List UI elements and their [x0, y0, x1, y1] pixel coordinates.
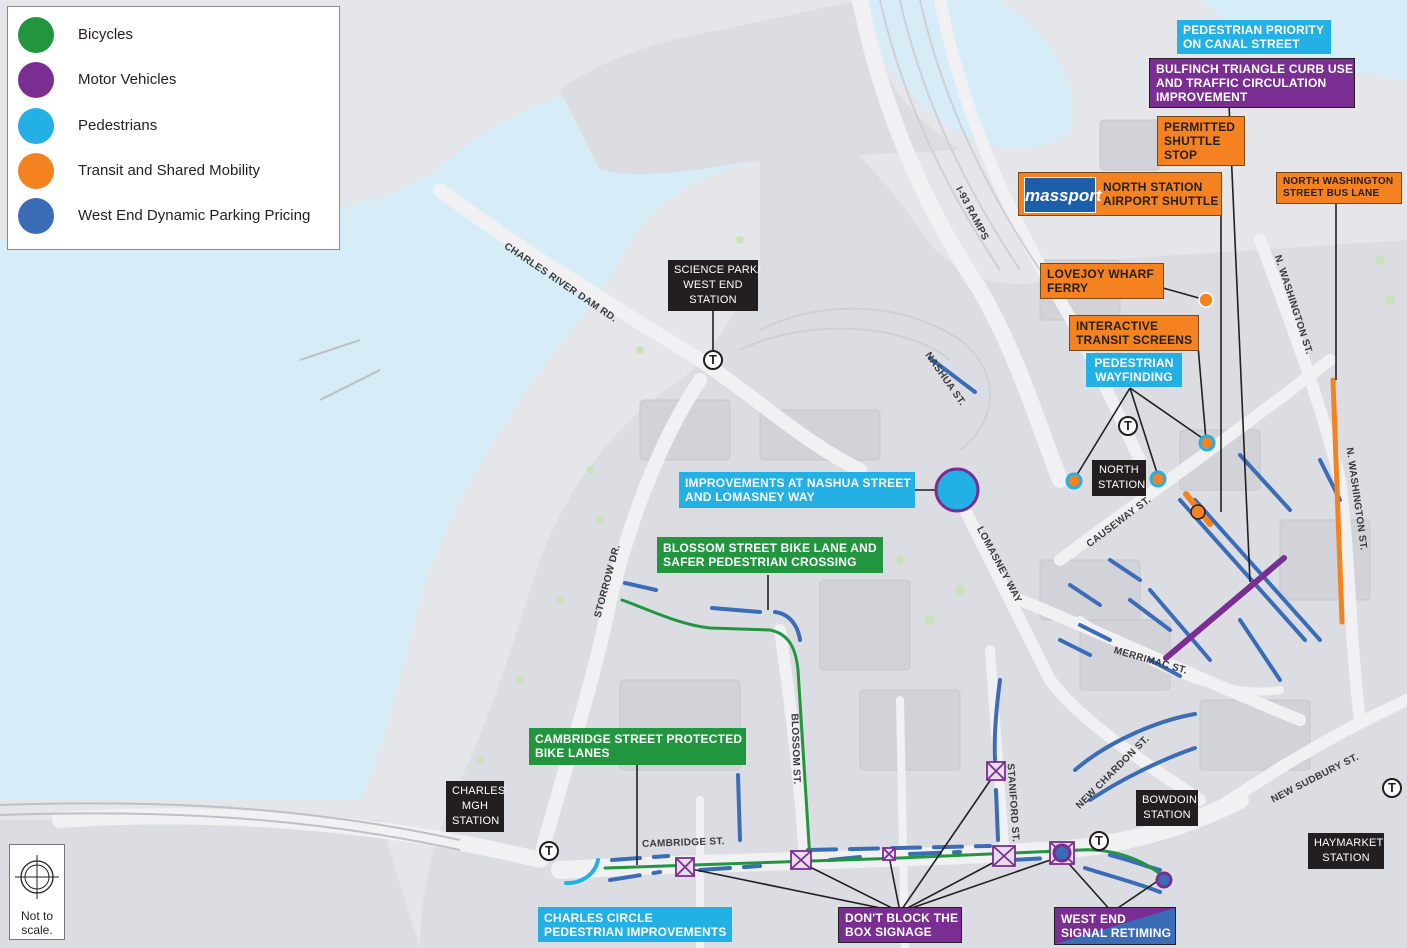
bulfinch-purple-line: [1163, 555, 1287, 661]
t-station-icon: T: [703, 350, 723, 370]
t-station-icon: T: [1089, 831, 1109, 851]
screens-dot-3: [1149, 470, 1167, 488]
bike-cambridge: [603, 848, 1162, 876]
parking-signal: [1083, 853, 1162, 894]
parking-merrimac: [1058, 623, 1182, 678]
parking-cambridge: [608, 850, 1052, 882]
parking-nashua: [928, 356, 977, 394]
parking-chardon: [1073, 712, 1197, 802]
legend-item-motor-vehicles: Motor Vehicles: [16, 62, 336, 98]
parking-blossom-north: [623, 581, 802, 642]
legend-swatch-parking: [18, 198, 54, 234]
legend-label-motor-vehicles: Motor Vehicles: [78, 71, 177, 88]
bike-blossom: [620, 598, 812, 862]
nashua-lomasney-circle: [934, 467, 980, 513]
parking-blossom-vertical: [736, 773, 742, 842]
legend: Bicycles Motor Vehicles Pedestrians Tran…: [7, 6, 340, 250]
screens-dot-1: [1198, 434, 1216, 452]
screens-dot-2: [1065, 472, 1083, 490]
signal-circle-2: [1155, 871, 1173, 889]
t-station-icon: T: [539, 841, 559, 861]
not-to-scale-label: Not to scale.: [20, 909, 53, 937]
t-station-icon: T: [1118, 416, 1138, 436]
legend-item-pedestrians: Pedestrians: [16, 108, 336, 144]
compass-icon: [15, 855, 59, 899]
t-station-icon: T: [1382, 778, 1402, 798]
charles-river: [0, 84, 760, 800]
legend-swatch-motor-vehicles: [18, 62, 54, 98]
legend-label-transit: Transit and Shared Mobility: [78, 162, 261, 179]
parking-staniford: [992, 678, 1002, 842]
ped-charles-circle: [564, 858, 600, 886]
legend-item-parking: West End Dynamic Parking Pricing: [16, 198, 336, 234]
river-inlet: [860, 0, 1073, 149]
legend-swatch-transit: [18, 153, 54, 189]
legend-label-pedestrians: Pedestrians: [78, 117, 158, 134]
legend-swatch-pedestrians: [18, 108, 54, 144]
legend-swatch-bicycles: [18, 17, 54, 53]
not-to-scale-box: Not to scale.: [9, 844, 65, 940]
lovejoy-dot: [1198, 292, 1214, 308]
legend-label-bicycles: Bicycles: [78, 26, 134, 43]
shuttle-stop-dot: [1190, 504, 1206, 520]
parking-cambridge-2: [610, 844, 992, 862]
legend-label-parking: West End Dynamic Parking Pricing: [78, 207, 311, 224]
bus-lane: [1330, 377, 1345, 625]
massport-logo: massport: [1024, 177, 1102, 213]
legend-item-transit: Transit and Shared Mobility: [16, 153, 336, 189]
signal-circle-1: [1052, 843, 1072, 863]
legend-item-bicycles: Bicycles: [16, 17, 336, 53]
parking-bulfinch: [1148, 453, 1342, 682]
parking-causeway-1: [1068, 558, 1172, 632]
